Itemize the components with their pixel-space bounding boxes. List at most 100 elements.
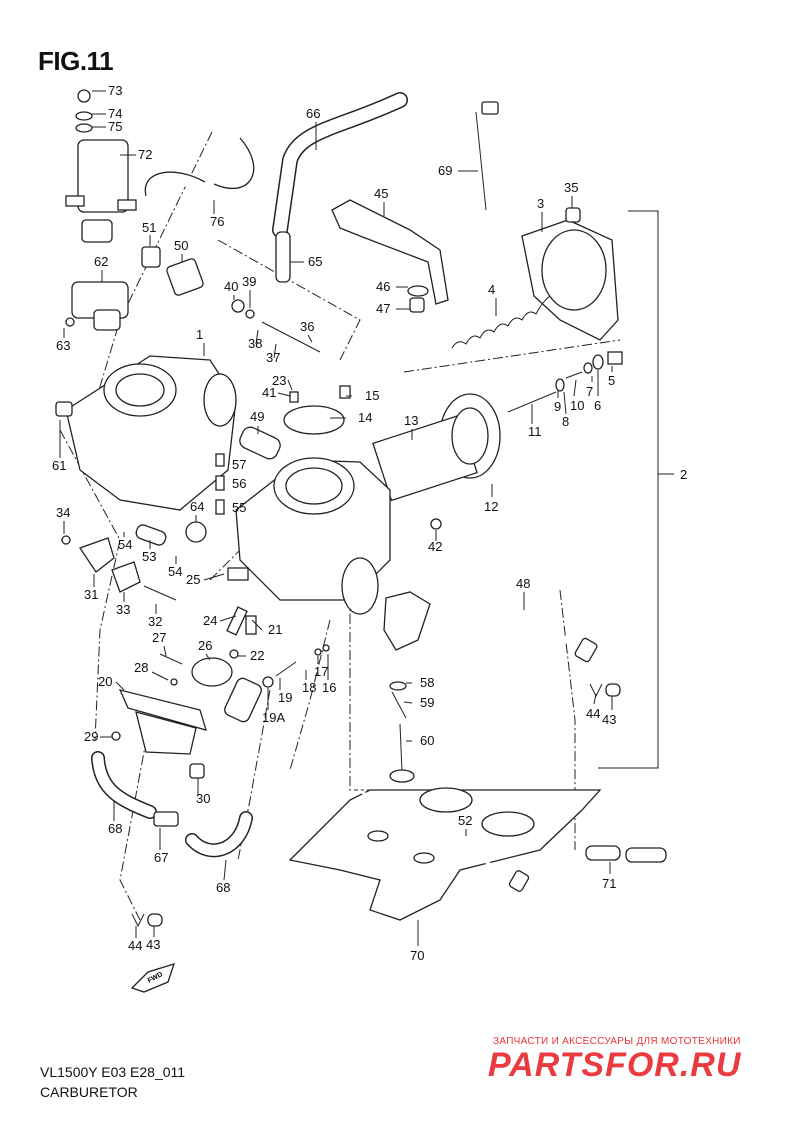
part-number-label: 75 xyxy=(108,119,122,134)
part-number-label: 26 xyxy=(198,638,212,653)
part-number-label: 49 xyxy=(250,409,264,424)
leader-line xyxy=(307,334,313,343)
part-number-label: 24 xyxy=(203,613,217,628)
part-number-label: 53 xyxy=(142,549,156,564)
fitting-65 xyxy=(275,231,291,283)
leader-line xyxy=(205,653,211,661)
pipe-53 xyxy=(135,524,167,546)
part-number-label: 57 xyxy=(232,457,246,472)
screw-34 xyxy=(61,535,71,545)
part-number-label: 56 xyxy=(232,476,246,491)
part-number-label: 52 xyxy=(458,813,472,828)
part-number-label: 15 xyxy=(365,388,379,403)
part-number-label: 42 xyxy=(428,539,442,554)
part-number-label: 13 xyxy=(404,413,418,428)
leader-line xyxy=(151,671,169,681)
spring-32 xyxy=(143,585,177,601)
part-number-label: 60 xyxy=(420,733,434,748)
part-number-label: 23 xyxy=(272,373,286,388)
watermark-logo: PARTSFOR.RU xyxy=(488,1046,742,1084)
part-number-label: 1 xyxy=(196,327,203,342)
part-number-label: 17 xyxy=(314,664,328,679)
part-number-label: 30 xyxy=(196,791,210,806)
leader-line xyxy=(273,343,277,359)
tube-71 xyxy=(585,845,621,861)
part-22 xyxy=(229,649,239,659)
throttle-sensor-62 xyxy=(65,281,129,331)
part-25 xyxy=(227,567,249,581)
leader-line xyxy=(563,391,567,415)
leader-line xyxy=(403,701,413,704)
part-number-label: 54 xyxy=(168,564,182,579)
clip-44-left xyxy=(131,913,145,928)
screw-47 xyxy=(409,297,425,313)
watermark-tagline: ЗАПЧАСТИ И АКСЕССУАРЫ ДЛЯ МОТОТЕХНИКИ xyxy=(493,1036,741,1047)
part-number-label: 19A xyxy=(262,710,285,725)
part-number-label: 6 xyxy=(594,398,601,413)
plug-5 xyxy=(607,351,623,365)
part-number-label: 7 xyxy=(586,384,593,399)
part-number-label: 22 xyxy=(250,648,264,663)
part-number-label: 43 xyxy=(146,937,160,952)
part-number-label: 39 xyxy=(242,274,256,289)
leader-line xyxy=(115,681,125,691)
part-number-label: 9 xyxy=(554,399,561,414)
part-number-label: 47 xyxy=(376,301,390,316)
part-number-label: 55 xyxy=(232,500,246,515)
fwd-arrow-icon xyxy=(130,963,176,993)
screw-19 xyxy=(275,661,297,677)
part-number-label: 59 xyxy=(420,695,434,710)
part-number-label: 33 xyxy=(116,602,130,617)
part-number-label: 46 xyxy=(376,279,390,294)
part-number-label: 69 xyxy=(438,163,452,178)
washer-46 xyxy=(407,285,429,297)
part-number-label: 68 xyxy=(108,821,122,836)
section-name: CARBURETOR xyxy=(40,1084,138,1100)
part-number-label: 74 xyxy=(108,106,122,121)
bracket-58 xyxy=(383,591,431,651)
carburetor-body-1 xyxy=(55,355,237,511)
part-number-label: 64 xyxy=(190,499,204,514)
pin-69 xyxy=(475,111,487,211)
float-26 xyxy=(191,657,233,687)
part-number-label: 50 xyxy=(174,238,188,253)
part-number-label: 40 xyxy=(224,279,238,294)
ring-14 xyxy=(283,405,345,435)
part-number-label: 65 xyxy=(308,254,322,269)
part-number-label: 66 xyxy=(306,106,320,121)
sleeve-50 xyxy=(166,258,204,296)
leader-line xyxy=(223,859,227,881)
cap-43-left xyxy=(147,913,163,927)
part-number-label: 38 xyxy=(248,336,262,351)
part-number-label: 76 xyxy=(210,214,224,229)
part-number-label: 5 xyxy=(608,373,615,388)
model-code: VL1500Y E03 E28_011 xyxy=(40,1064,186,1080)
valve-body-72 xyxy=(65,89,137,243)
part-number-label: 29 xyxy=(84,729,98,744)
part-number-label: 19 xyxy=(278,690,292,705)
joint-67 xyxy=(153,811,179,827)
part-number-label: 73 xyxy=(108,83,122,98)
part-number-label: 31 xyxy=(84,587,98,602)
cap-51 xyxy=(141,246,161,268)
cap-40 xyxy=(231,299,245,313)
part-number-label: 21 xyxy=(268,622,282,637)
leader-line xyxy=(573,379,577,397)
screw-28 xyxy=(170,678,178,686)
part-number-label: 4 xyxy=(488,282,495,297)
part-number-label: 61 xyxy=(52,458,66,473)
spring-4 xyxy=(451,295,551,349)
gasket-33 xyxy=(111,561,141,593)
hose-51 xyxy=(144,171,206,197)
part-number-label: 36 xyxy=(300,319,314,334)
drain-30 xyxy=(189,763,205,779)
part-number-label: 71 xyxy=(602,876,616,891)
leader-line xyxy=(287,379,293,391)
part-number-label: 51 xyxy=(142,220,156,235)
needle-11 xyxy=(507,391,557,413)
part-number-label: 37 xyxy=(266,350,280,365)
part-number-label: 41 xyxy=(262,385,276,400)
part-number-label: 14 xyxy=(358,410,372,425)
leader-line xyxy=(251,619,263,631)
